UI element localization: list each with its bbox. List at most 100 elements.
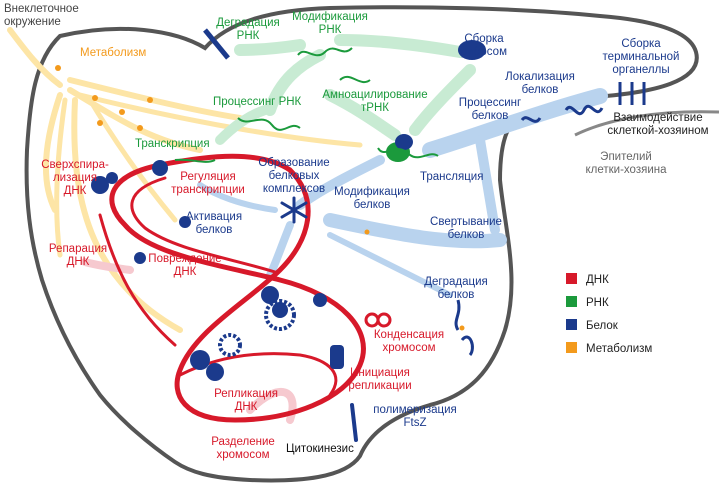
flow-metabolism-to-activation bbox=[87, 97, 178, 223]
flow-ribosome-to-translation bbox=[409, 64, 476, 136]
svg-text:терминальной: терминальной bbox=[603, 51, 680, 63]
chromosome-left-strand bbox=[98, 213, 177, 347]
metabolism-labels: Метаболизм bbox=[80, 47, 146, 59]
svg-text:хромосом: хромосом bbox=[382, 342, 435, 354]
flow-folding-to-modification bbox=[323, 213, 507, 249]
label-rna-modification: Модификация bbox=[292, 11, 368, 23]
flow-metabolism-to-transcription bbox=[67, 87, 203, 153]
flow-metabolism-to-replication bbox=[71, 97, 183, 333]
svg-text:лизация: лизация bbox=[53, 172, 97, 184]
svg-text:комплексов: комплексов bbox=[263, 183, 325, 195]
flow-rna-to-ribosome-assembly bbox=[334, 34, 466, 58]
legend-item-rna: РНК bbox=[566, 296, 609, 309]
protein-flows bbox=[197, 88, 608, 298]
dnaA-complex bbox=[313, 293, 327, 307]
flow-dna-damage-to-repair bbox=[81, 258, 134, 274]
flow-to-protein-degradation bbox=[327, 232, 453, 298]
transcript-strand bbox=[174, 158, 216, 163]
origin-complex-2 bbox=[272, 302, 288, 318]
svg-text:Белок: Белок bbox=[586, 320, 619, 332]
svg-text:ДНК: ДНК bbox=[64, 185, 87, 197]
protein-processing-coil bbox=[520, 116, 542, 123]
legend-item-protein: Белок bbox=[566, 319, 619, 332]
dna-labels: Сверхспира- лизация ДНК Регуляция транск… bbox=[41, 159, 444, 461]
translating-ribosome-large bbox=[395, 134, 413, 150]
host-epithelium bbox=[574, 110, 719, 137]
svg-text:РНК: РНК bbox=[237, 30, 260, 42]
label-chromosome-condensation: Конденсация bbox=[374, 329, 444, 341]
legend: ДНК РНК Белок Метаболизм bbox=[566, 273, 652, 355]
chromosome-inner-loop bbox=[130, 176, 277, 274]
svg-text:белков: белков bbox=[438, 289, 475, 301]
svg-text:ДНК: ДНК bbox=[235, 401, 258, 413]
legend-item-metabolism: Метаболизм bbox=[566, 342, 652, 355]
translation-mrna bbox=[377, 147, 439, 159]
svg-text:белков: белков bbox=[472, 110, 509, 122]
localized-protein-coil bbox=[564, 104, 604, 116]
svg-text:РНК: РНК bbox=[586, 297, 609, 309]
membrane-proteins bbox=[454, 82, 646, 356]
label-transcription-regulation: Регуляция bbox=[180, 171, 235, 183]
gyrase-complex-2 bbox=[106, 172, 118, 184]
gyrase-complex bbox=[91, 176, 109, 194]
rnap-complex bbox=[152, 160, 168, 176]
folding-coil bbox=[460, 335, 474, 356]
metabolism-flows bbox=[7, 27, 363, 333]
label-ribosome-assembly: Сборка bbox=[464, 33, 504, 45]
protein-glyphs bbox=[91, 40, 486, 381]
flow-protein-processing-to-folding bbox=[475, 135, 500, 235]
svg-text:белковых: белковых bbox=[269, 170, 320, 182]
label-protein-folding: Свертывание bbox=[430, 216, 502, 228]
chromatin-rings bbox=[218, 299, 296, 357]
rna-degradation-icon bbox=[203, 28, 230, 60]
svg-text:белков: белков bbox=[522, 84, 559, 96]
flow-metabolism-to-supercoiling bbox=[42, 92, 63, 213]
origin-complex-1 bbox=[261, 286, 279, 304]
svg-text:транскрипции: транскрипции bbox=[171, 184, 245, 196]
legend-item-dna: ДНК bbox=[566, 273, 609, 286]
label-dna-repair: Репарация bbox=[49, 243, 107, 255]
ftsz-polymer-icon bbox=[350, 403, 358, 442]
replication-initiation-icon bbox=[330, 345, 344, 369]
svg-text:клетки-хозяина: клетки-хозяина bbox=[586, 164, 668, 176]
label-metabolism: Метаболизм bbox=[80, 47, 146, 59]
host-labels: Взаимодействие склеткой-хозяином Эпители… bbox=[586, 112, 709, 176]
label-complex-formation: Образование bbox=[258, 157, 329, 169]
svg-text:белков: белков bbox=[196, 224, 233, 236]
rna-labels: Деградация РНК Модификация РНК Процессин… bbox=[135, 11, 428, 150]
dna-damage-protein bbox=[134, 252, 146, 264]
svg-text:белков: белков bbox=[448, 229, 485, 241]
protein-labels: Сборка рибосом Сборка терминальной орган… bbox=[186, 33, 680, 429]
rna-strands bbox=[174, 47, 439, 163]
svg-text:склеткой-хозяином: склеткой-хозяином bbox=[607, 125, 708, 137]
label-host-epithelium: Эпителий bbox=[600, 151, 652, 163]
label-protein-processing: Процессинг bbox=[459, 97, 521, 109]
svg-text:рибосом: рибосом bbox=[461, 46, 507, 58]
label-chromosome-segregation: Разделение bbox=[211, 436, 275, 448]
svg-text:органеллы: органеллы bbox=[612, 64, 669, 76]
svg-text:Метаболизм: Метаболизм bbox=[586, 343, 652, 355]
trna-strand bbox=[339, 75, 371, 83]
svg-text:Внеклеточное: Внеклеточное bbox=[4, 3, 79, 15]
label-dna-damage: Повреждение bbox=[148, 253, 221, 265]
flow-environment-in bbox=[7, 27, 63, 88]
activated-protein bbox=[179, 216, 191, 228]
label-cytokinesis: Цитокинезис bbox=[286, 443, 354, 455]
svg-text:тРНК: тРНК bbox=[361, 102, 389, 114]
chromatin-ring-1 bbox=[264, 299, 296, 331]
flow-translation-to-localization bbox=[422, 88, 608, 158]
label-protein-modification: Модификация bbox=[334, 186, 410, 198]
label-transcription: Транскрипция bbox=[135, 138, 210, 150]
ribosome-icon bbox=[458, 40, 486, 60]
replisome-2 bbox=[206, 363, 224, 381]
condensin-icon bbox=[364, 312, 392, 328]
replisome-1 bbox=[190, 350, 210, 370]
label-rna-degradation: Деградация bbox=[216, 17, 280, 29]
svg-text:ДНК: ДНК bbox=[174, 266, 197, 278]
svg-text:хромосом: хромосом bbox=[216, 449, 269, 461]
flow-rna-modification-to-degradation bbox=[234, 39, 306, 56]
rna-processing-strand bbox=[237, 117, 301, 131]
label-translation: Трансляция bbox=[420, 171, 483, 183]
